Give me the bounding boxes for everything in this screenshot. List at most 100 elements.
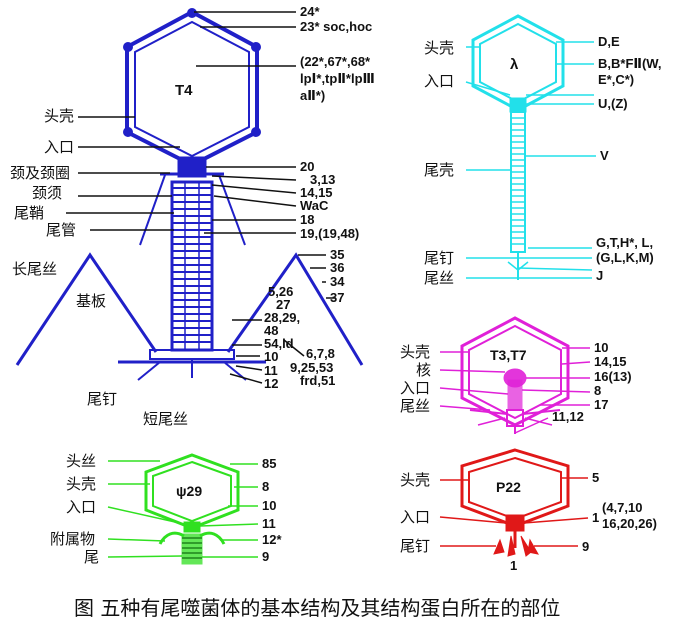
p22-phage	[460, 448, 570, 557]
t4-code-22: (22*,67*,68*	[300, 54, 371, 69]
lambda-leaders	[465, 41, 596, 279]
lambda-label-pin: 尾钉	[424, 249, 454, 267]
t4-label-tube: 尾管	[46, 221, 76, 239]
psi29-code-10: 10	[262, 498, 276, 513]
t4-label-short-fiber: 短尾丝	[143, 410, 188, 428]
t4-right-leaders	[194, 11, 336, 384]
psi29-label-appendage: 附属物	[50, 530, 95, 548]
t3t7-label-capsid: 头壳	[400, 343, 430, 361]
t4-code-54-ld: 54,ld	[264, 336, 294, 351]
psi29-label-portal: 入口	[66, 498, 96, 516]
t4-code-37: 37	[330, 290, 344, 305]
p22-portal	[505, 514, 525, 532]
t4-code-lp: lpⅠ*,tpⅡ*lpⅢ	[300, 71, 375, 86]
t3t7-name: T3,T7	[490, 347, 527, 363]
t4-code-11: 11	[264, 363, 278, 378]
lambda-code-u-z: U,(Z)	[598, 96, 628, 111]
t4-code-9-25-53: 9,25,53	[290, 360, 333, 375]
psi29-label-head-fiber: 头丝	[66, 452, 96, 470]
t4-label-sheath: 尾鞘	[14, 204, 44, 222]
p22-code-16-20-26: 16,20,26)	[602, 516, 657, 531]
lambda-connector	[509, 97, 527, 113]
lambda-right-labels: D,E B,B*FⅡ(W, E*,C*) U,(Z) V G,T,H*, L, …	[596, 34, 661, 283]
t4-left-leaders	[66, 116, 180, 231]
p22-tailspikes	[493, 535, 539, 557]
t3t7-code-10: 10	[594, 340, 608, 355]
p22-code-1-bottom: 1	[510, 558, 517, 573]
t4-label-capsid: 头壳	[44, 107, 74, 125]
t4-label-neck-collar: 颈及颈圈	[10, 164, 70, 182]
t4-code-34: 34	[330, 274, 345, 289]
t3t7-code-17: 17	[594, 397, 608, 412]
p22-left-labels: 头壳 入口 尾钉	[400, 471, 430, 555]
t4-left-labels: 头壳 入口 颈及颈圈 颈须 尾鞘 尾管 长尾丝 基板 尾钉 短尾丝	[10, 107, 188, 428]
t4-code-48: 48	[264, 323, 278, 338]
lambda-left-labels: 头壳 入口 尾壳 尾钉 尾丝	[424, 39, 454, 287]
p22-code-4-7-10: (4,7,10	[602, 500, 642, 515]
lambda-label-capsid: 头壳	[424, 39, 454, 57]
p22-label-capsid: 头壳	[400, 471, 430, 489]
t4-code-23: 23* soc,hoc	[300, 19, 372, 34]
lambda-code-e-c: E*,C*)	[598, 72, 634, 87]
t4-long-fiber-left	[15, 252, 158, 366]
p22-right-labels: 5 1 (4,7,10 16,20,26) 9 1	[510, 470, 657, 573]
p22-label-portal: 入口	[400, 508, 430, 526]
t3t7-label-portal: 入口	[400, 379, 430, 397]
lambda-code-glkm: (G,L,K,M)	[596, 250, 654, 265]
lambda-code-b: B,B*FⅡ(W,	[598, 56, 661, 71]
lambda-label-portal: 入口	[424, 72, 454, 90]
t3t7-label-fiber: 尾丝	[400, 397, 430, 415]
t4-phage	[15, 8, 364, 381]
t4-code-a2: aⅡ*)	[300, 88, 325, 103]
t4-code-27: 27	[276, 297, 290, 312]
t4-code-28-29: 28,29,	[264, 310, 300, 325]
lambda-code-v: V	[600, 148, 609, 163]
t4-code-18: 18	[300, 212, 314, 227]
lambda-tip-left	[507, 261, 519, 271]
p22-name: P22	[496, 479, 521, 495]
p22-code-5: 5	[592, 470, 599, 485]
t3t7-head-inner	[468, 324, 562, 420]
psi29-code-11: 11	[262, 516, 276, 531]
t4-label-whisker: 颈须	[32, 184, 62, 202]
psi29-connector	[183, 521, 201, 533]
psi29-appendage-left	[158, 531, 185, 545]
psi29-appendage-right	[199, 531, 226, 545]
psi29-name: ψ29	[176, 483, 202, 499]
lambda-label-tail: 尾壳	[424, 161, 454, 179]
t4-code-3-13: 3,13	[310, 172, 335, 187]
lambda-code-gth: G,T,H*, L,	[596, 235, 653, 250]
lambda-code-de: D,E	[598, 34, 620, 49]
t4-label-portal: 入口	[44, 138, 74, 156]
t4-code-10: 10	[264, 349, 278, 364]
psi29-code-8: 8	[262, 479, 269, 494]
p22-leaders	[439, 477, 589, 547]
psi29-leaders	[107, 460, 259, 558]
p22-code-9: 9	[582, 539, 589, 554]
t4-whisker-left	[139, 174, 166, 246]
t3t7-core-rod	[507, 379, 523, 411]
p22-code-1: 1	[592, 510, 599, 525]
t4-short-fiber-left	[137, 361, 161, 381]
psi29-code-85: 85	[262, 456, 276, 471]
t4-label-long-fiber: 长尾丝	[12, 260, 57, 278]
t4-code-12: 12	[264, 376, 278, 391]
t3t7-fiber-left2	[477, 417, 506, 426]
t4-code-20: 20	[300, 159, 314, 174]
t4-code-14-15: 14,15	[300, 185, 333, 200]
t4-code-24: 24*	[300, 4, 320, 19]
lambda-phage	[471, 14, 565, 280]
t4-code-frd-51: frd,51	[300, 373, 335, 388]
t3t7-code-14-15: 14,15	[594, 354, 627, 369]
t3t7-fiber-right	[522, 409, 561, 415]
t4-sheath-rings	[172, 187, 212, 343]
psi29-tail-rings	[182, 537, 202, 559]
t4-right-labels: 24* 23* soc,hoc (22*,67*,68* lpⅠ*,tpⅡ*lp…	[264, 4, 375, 391]
psi29-label-capsid: 头壳	[66, 475, 96, 493]
t3t7-label-core: 核	[416, 361, 431, 379]
lambda-tail-rings	[511, 117, 525, 245]
t4-head-inner	[134, 20, 250, 158]
lambda-name: λ	[510, 56, 519, 73]
t4-code-19: 19,(19,48)	[300, 226, 359, 241]
